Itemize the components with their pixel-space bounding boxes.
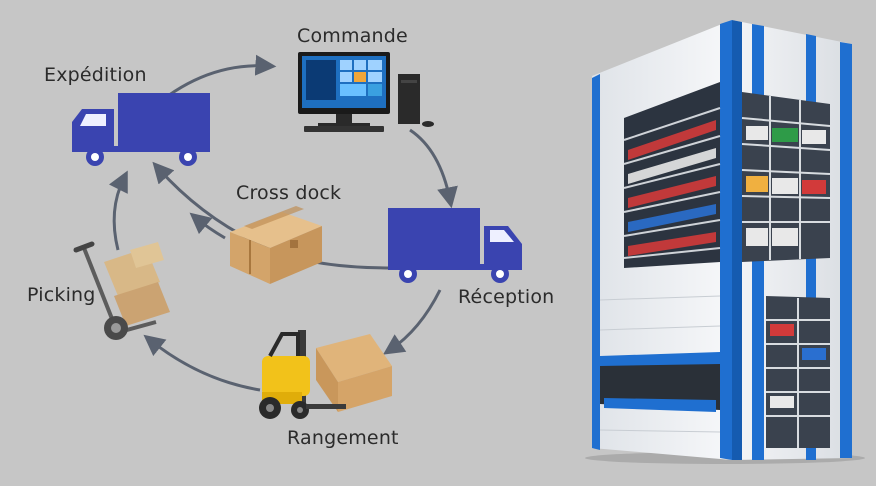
vertical-storage-tower bbox=[585, 20, 865, 464]
hand-truck-icon bbox=[73, 241, 170, 340]
label-picking: Picking bbox=[27, 284, 96, 306]
arrow-right-upper bbox=[409, 128, 458, 209]
delivery-truck-icon-expedition bbox=[72, 93, 210, 166]
label-rangement: Rangement bbox=[287, 427, 399, 449]
label-expedition: Expédition bbox=[44, 64, 147, 86]
arrow-inner-mid bbox=[189, 212, 226, 240]
side-shelves bbox=[623, 107, 721, 259]
side-bins bbox=[628, 120, 716, 256]
front-bins bbox=[746, 126, 826, 246]
label-cross-dock: Cross dock bbox=[236, 182, 342, 204]
label-commande: Commande bbox=[297, 25, 408, 47]
front-shelves bbox=[741, 96, 831, 260]
label-reception: Réception bbox=[458, 286, 555, 308]
arrow-left bbox=[108, 170, 128, 251]
arrow-right-lower bbox=[383, 289, 442, 355]
forklift-icon bbox=[259, 330, 392, 419]
cardboard-box-icon bbox=[230, 206, 322, 284]
desktop-computer-icon bbox=[298, 52, 434, 132]
delivery-truck-icon-reception bbox=[388, 208, 522, 283]
arrow-bottom bbox=[143, 334, 261, 392]
